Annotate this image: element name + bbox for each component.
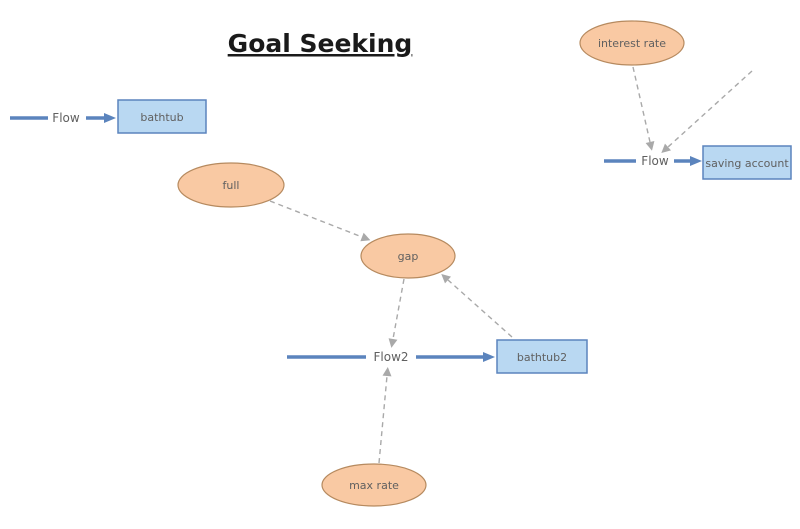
link-bathtub2-to-gap[interactable]: [441, 274, 513, 338]
aux-label: interest rate: [598, 37, 666, 50]
flow-label: Flow: [641, 154, 669, 168]
diagram-title: Goal Seeking: [228, 29, 413, 58]
links-layer: [269, 66, 753, 464]
stock-rect: [496, 339, 588, 374]
aux-ellipse: [177, 162, 285, 208]
aux-ellipse: [360, 233, 456, 279]
link-full-to-gap[interactable]: [269, 200, 371, 242]
link-interest-rate-to-flow[interactable]: [632, 66, 655, 151]
aux-max-rate[interactable]: max rate: [321, 463, 427, 507]
flow2-into-bathtub2[interactable]: Flow2: [287, 350, 495, 364]
flow-into-bathtub[interactable]: Flow: [10, 111, 116, 125]
aux-gap[interactable]: gap: [360, 233, 456, 279]
stock-rect: [117, 99, 207, 134]
aux-label: max rate: [349, 479, 399, 492]
flow-label: Flow: [52, 111, 80, 125]
stock-bathtub2[interactable]: bathtub2: [496, 339, 588, 374]
link-max-rate-to-flow2[interactable]: [378, 367, 392, 464]
stock-rect: [702, 145, 792, 180]
stock-label: bathtub2: [517, 351, 567, 364]
aux-interest-rate[interactable]: interest rate: [579, 20, 685, 66]
flow-into-saving-account[interactable]: Flow: [604, 154, 702, 168]
stock-label: bathtub: [140, 111, 183, 124]
aux-label: full: [223, 179, 240, 192]
stock-saving-account[interactable]: saving account: [702, 145, 792, 180]
stock-label: saving account: [705, 157, 789, 170]
aux-ellipse: [579, 20, 685, 66]
stock-bathtub[interactable]: bathtub: [117, 99, 207, 134]
aux-ellipse: [321, 463, 427, 507]
aux-label: gap: [398, 250, 419, 263]
link-offscreen-to-flow[interactable]: [661, 70, 753, 154]
link-gap-to-flow2[interactable]: [388, 278, 405, 348]
flow-label: Flow2: [373, 350, 408, 364]
aux-full[interactable]: full: [177, 162, 285, 208]
